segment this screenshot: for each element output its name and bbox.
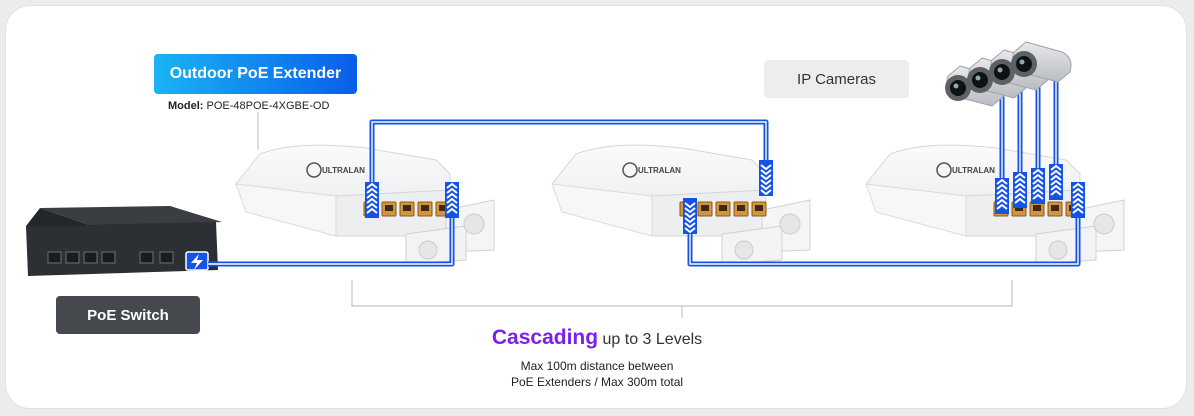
cameras-badge: IP Cameras (764, 60, 909, 98)
camera-icon (945, 41, 1072, 107)
chevron-flow-icon (365, 160, 1085, 234)
switch-badge: PoE Switch (56, 296, 200, 334)
cascade-bracket (351, 280, 1013, 318)
cascading-heading: Cascading up to 3 Levels (0, 326, 1194, 350)
note-line-2: PoE Extenders / Max 300m total (510, 375, 684, 389)
note-line-1: Max 100m distance between (520, 359, 674, 373)
cascading-word: Cascading (491, 326, 599, 349)
extender-title-badge: Outdoor PoE Extender (154, 54, 357, 94)
distance-note: Max 100m distance between PoE Extenders … (0, 358, 1194, 390)
cascading-rest: up to 3 Levels (602, 331, 703, 348)
model-value: POE-48POE-4XGBE-OD (206, 100, 330, 112)
model-label: Model: POE-48POE-4XGBE-OD (168, 100, 329, 112)
model-prefix: Model: (168, 100, 204, 112)
lightning-icon (191, 254, 203, 270)
poe-switch-device (26, 206, 222, 276)
